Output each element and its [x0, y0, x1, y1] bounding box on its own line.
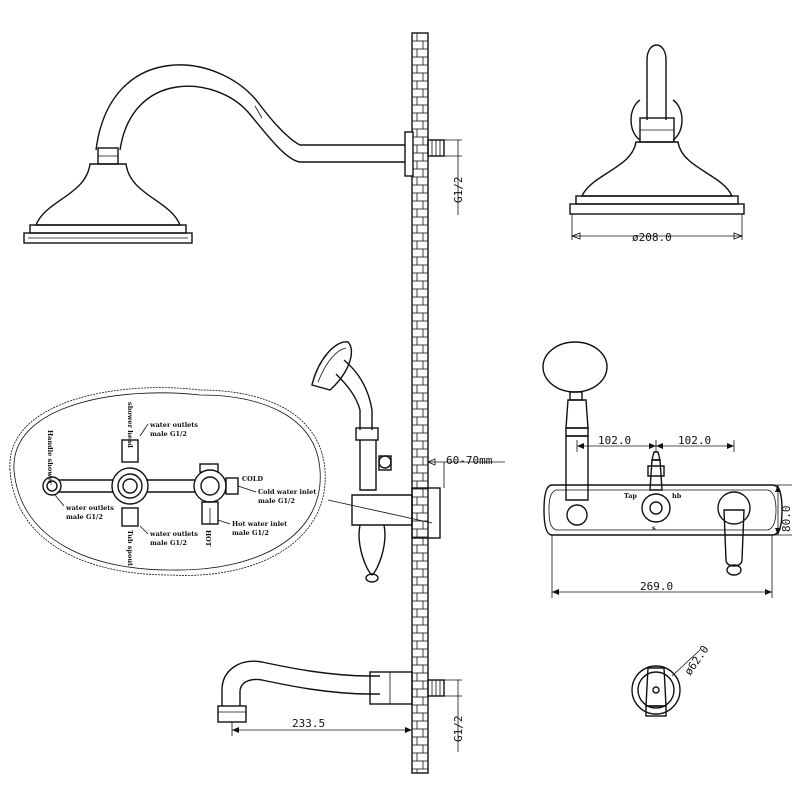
escutcheon-diameter-label: ø62.0 — [682, 643, 712, 678]
label-cold-inlet: Cold water inlet — [258, 488, 316, 496]
plate-width-label: 269.0 — [640, 580, 673, 593]
head-connection-label: G1/2 — [452, 177, 465, 204]
label-water-outlets-left-thread: male G1/2 — [66, 513, 103, 521]
label-hot-inlet: Hot water inlet — [232, 520, 287, 528]
head-connection-dimension: G1/2 — [444, 140, 465, 215]
label-water-outlets-left: water outlets — [65, 504, 114, 512]
label-cold: COLD — [242, 475, 263, 483]
label-hot-inlet-thread: male G1/2 — [232, 529, 269, 537]
label-water-outlets-top: water outlets — [149, 421, 198, 429]
label-water-outlets-top-thread: male G1/2 — [150, 430, 187, 438]
valve-detail-bubble: Handle shower shower head water outlets … — [10, 388, 325, 576]
overhead-shower-assembly — [24, 65, 444, 243]
diverter-bottom-mark: s — [652, 524, 656, 532]
label-handle-shower: Handle shower — [46, 430, 54, 485]
head-diameter-label: ø208.0 — [632, 231, 672, 244]
label-shower-head: shower head — [126, 402, 134, 448]
handle-spacing-right-label: 102.0 — [678, 434, 711, 447]
handle-spacing-left-label: 102.0 — [598, 434, 631, 447]
wall-offset-dimension: 60-70mm — [428, 454, 505, 488]
spout-length-dimension: 233.5 — [232, 706, 412, 736]
diverter-right-mark: hb — [672, 492, 682, 500]
shower-head-side-view — [570, 45, 744, 214]
hand-shower-side-view — [312, 342, 440, 582]
label-water-outlets-bottom-thread: male G1/2 — [150, 539, 187, 547]
label-water-outlets-bottom: water outlets — [149, 530, 198, 538]
spout-length-label: 233.5 — [292, 717, 325, 730]
wall-offset-label: 60-70mm — [446, 454, 493, 467]
spout-connection-label: G1/2 — [452, 716, 465, 743]
label-hot: HOT — [204, 530, 212, 547]
head-diameter-dimension: ø208.0 — [572, 214, 742, 244]
escutcheon-front-view: ø62.0 — [632, 643, 711, 716]
tub-spout-side-view — [218, 661, 444, 722]
diverter-left-mark: Tap — [624, 492, 637, 500]
detail-leader-line — [328, 500, 432, 523]
label-cold-inlet-thread: male G1/2 — [258, 497, 295, 505]
plate-height-label: 80.0 — [780, 506, 793, 533]
valve-front-view: Tap hb s — [543, 342, 782, 575]
wall-section — [412, 33, 428, 773]
spout-connection-dimension: G1/2 — [444, 680, 465, 752]
label-tub-spout: Tub spout — [126, 530, 134, 566]
